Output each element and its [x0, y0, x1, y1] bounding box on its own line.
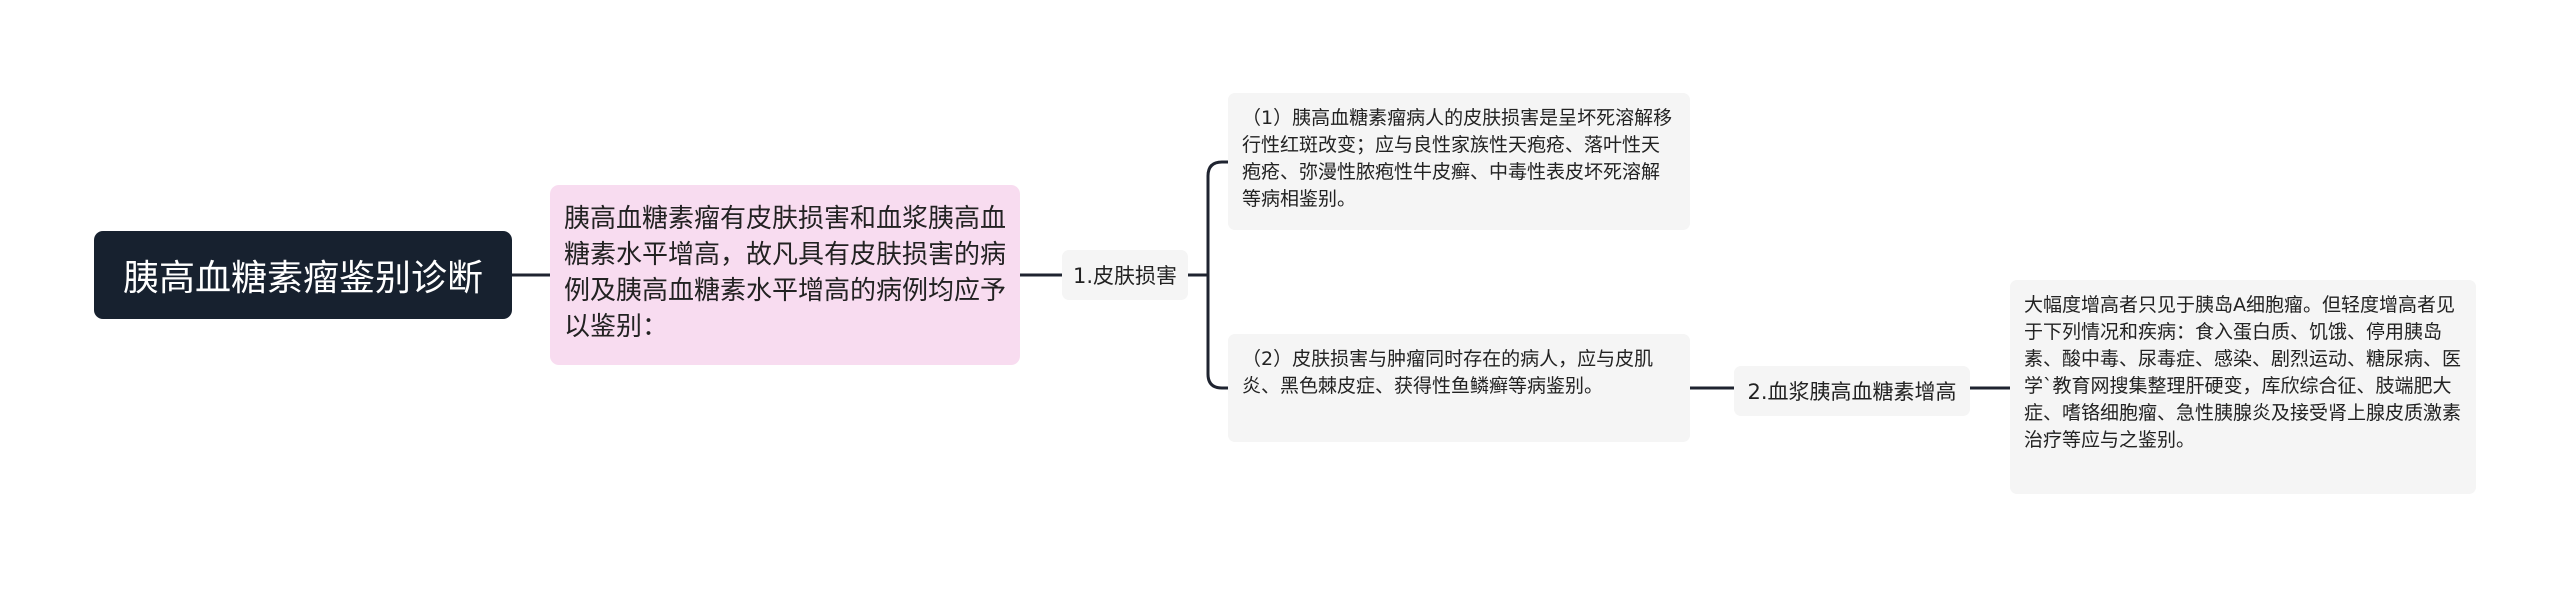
- summary-topic-text: 胰高血糖素瘤有皮肤损害和血浆胰高血糖素水平增高，故凡具有皮肤损害的病例及胰高血糖…: [564, 204, 1007, 342]
- connector-skin-bracket: [1186, 160, 1230, 390]
- topic-skin-damage-label: 1.皮肤损害: [1072, 264, 1178, 288]
- detail-skin-1[interactable]: （1）胰高血糖素瘤病人的皮肤损害是呈坏死溶解移行性红斑改变；应与良性家族性天疱疮…: [1228, 93, 1690, 230]
- root-topic-label: 胰高血糖素瘤鉴别诊断: [122, 258, 483, 299]
- topic-plasma-glucagon[interactable]: 2.血浆胰高血糖素增高: [1734, 366, 1970, 416]
- topic-plasma-glucagon-label: 2.血浆胰高血糖素增高: [1747, 380, 1957, 404]
- detail-glucagon[interactable]: 大幅度增高者只见于胰岛A细胞瘤。但轻度增高者见于下列情况和疾病：食入蛋白质、饥饿…: [2010, 280, 2476, 494]
- detail-skin-2[interactable]: （2）皮肤损害与肿瘤同时存在的病人，应与皮肌炎、黑色棘皮症、获得性鱼鳞癣等病鉴别…: [1228, 334, 1690, 442]
- summary-topic[interactable]: 胰高血糖素瘤有皮肤损害和血浆胰高血糖素水平增高，故凡具有皮肤损害的病例及胰高血糖…: [550, 185, 1020, 365]
- detail-skin-1-text: （1）胰高血糖素瘤病人的皮肤损害是呈坏死溶解移行性红斑改变；应与良性家族性天疱疮…: [1242, 107, 1673, 210]
- root-topic[interactable]: 胰高血糖素瘤鉴别诊断: [94, 231, 512, 319]
- detail-glucagon-text: 大幅度增高者只见于胰岛A细胞瘤。但轻度增高者见于下列情况和疾病：食入蛋白质、饥饿…: [2024, 294, 2462, 451]
- detail-skin-2-text: （2）皮肤损害与肿瘤同时存在的病人，应与皮肌炎、黑色棘皮症、获得性鱼鳞癣等病鉴别…: [1242, 348, 1654, 397]
- topic-skin-damage[interactable]: 1.皮肤损害: [1062, 250, 1188, 300]
